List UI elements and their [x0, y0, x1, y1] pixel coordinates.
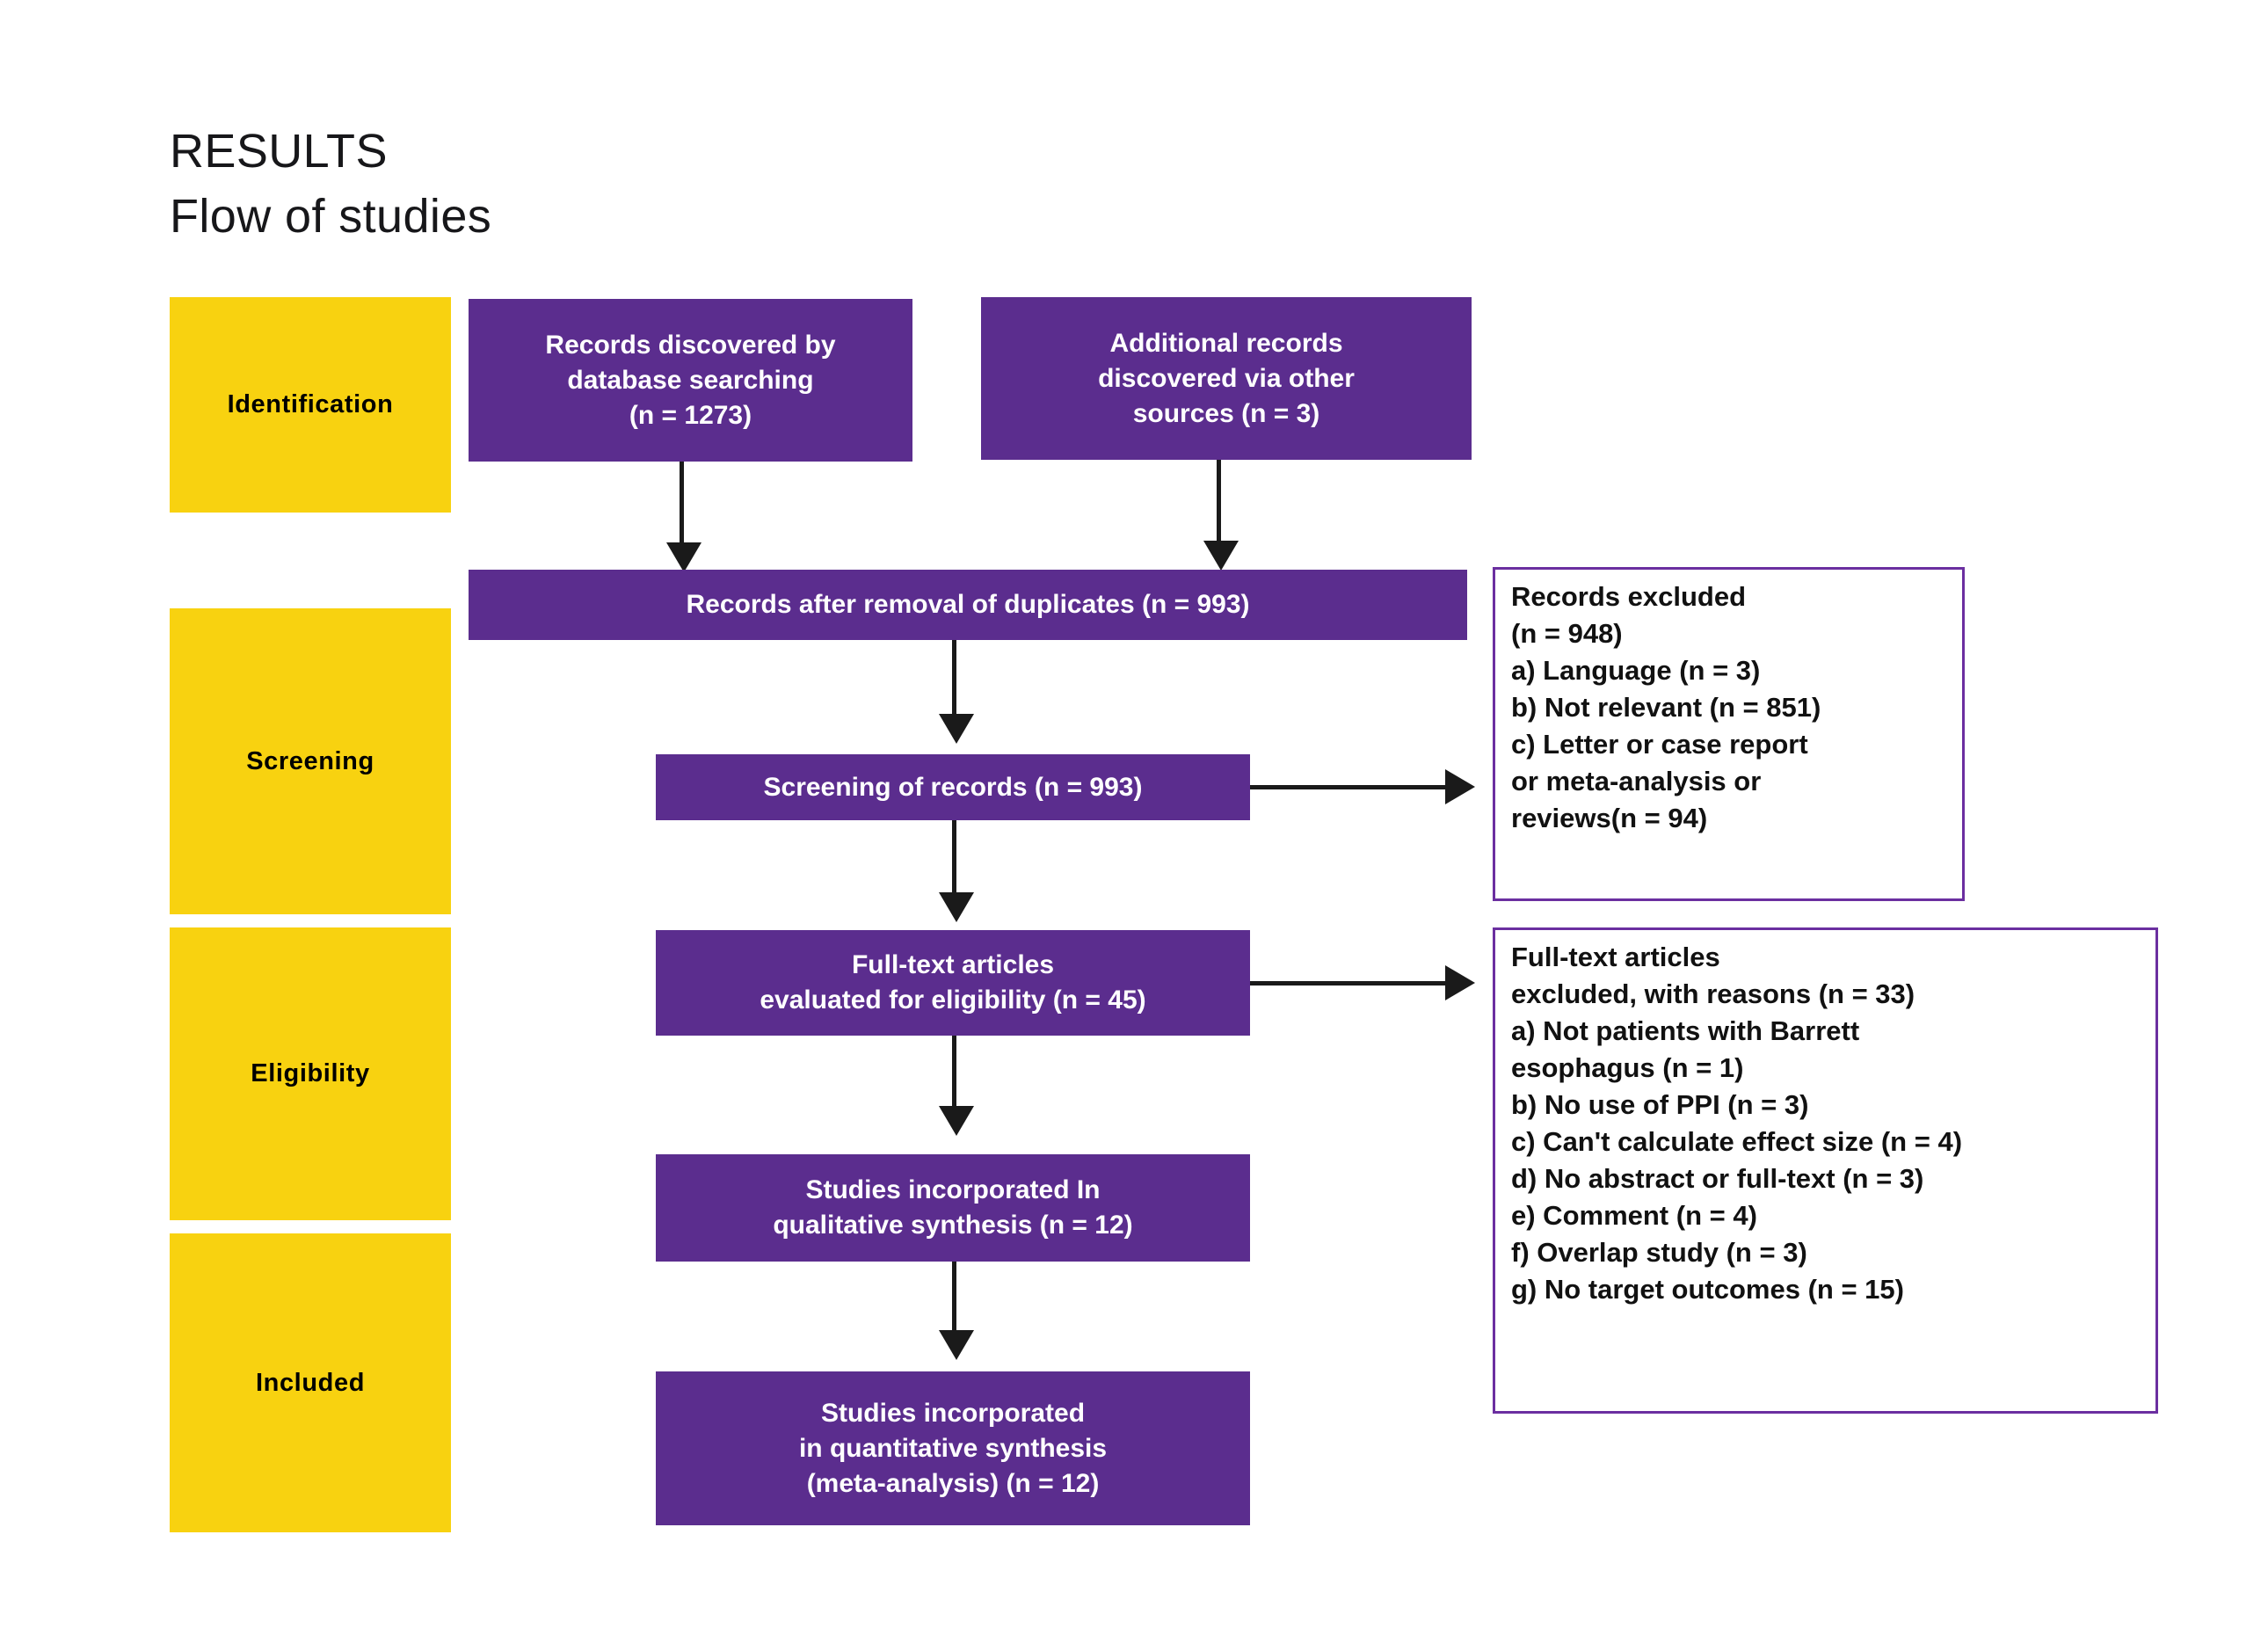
- arrow-qualitative-to-quantitative: [939, 1330, 974, 1360]
- box-fulltext-excluded-text: Full-text articles excluded, with reason…: [1511, 942, 1963, 1305]
- box-screening-of-records-text: Screening of records (n = 993): [763, 772, 1143, 802]
- box-qualitative-synthesis-text: Studies incorporated In qualitative synt…: [773, 1175, 1133, 1240]
- arrow-other-to-duplicates: [1203, 541, 1239, 571]
- stage-included: Included: [170, 1233, 451, 1532]
- connector-line-fulltext-to-fulltext-excluded: [1250, 981, 1447, 986]
- stage-label-eligibility: Eligibility: [251, 1059, 370, 1087]
- box-quantitative-synthesis: Studies incorporated in quantitative syn…: [656, 1371, 1250, 1525]
- arrow-fulltext-to-qualitative: [939, 1106, 974, 1136]
- box-fulltext-excluded: Full-text articles excluded, with reason…: [1493, 927, 2158, 1414]
- arrow-screening-to-records-excluded: [1445, 769, 1475, 804]
- box-qualitative-synthesis: Studies incorporated In qualitative synt…: [656, 1154, 1250, 1262]
- arrow-fulltext-to-fulltext-excluded: [1445, 965, 1475, 1000]
- stage-label-screening: Screening: [246, 746, 374, 775]
- page-heading: RESULTS Flow of studies: [170, 119, 961, 249]
- connector-line-screening-to-fulltext: [952, 820, 956, 899]
- box-additional-records-other-sources-text: Additional records discovered via other …: [1098, 328, 1355, 428]
- connector-line-screening-to-records-excluded: [1250, 785, 1447, 789]
- box-screening-of-records: Screening of records (n = 993): [656, 754, 1250, 820]
- stage-screening: Screening: [170, 608, 451, 914]
- arrow-database-to-duplicates: [666, 542, 701, 572]
- connector-line-qualitative-to-quantitative: [952, 1262, 956, 1337]
- arrow-duplicates-to-screening: [939, 714, 974, 744]
- arrow-screening-to-fulltext: [939, 892, 974, 922]
- box-records-after-duplicates: Records after removal of duplicates (n =…: [469, 570, 1467, 640]
- connector-line-database-to-duplicates: [680, 462, 684, 549]
- box-records-database-searching: Records discovered by database searching…: [469, 299, 912, 462]
- stage-identification: Identification: [170, 297, 451, 513]
- box-fulltext-eligibility: Full-text articles evaluated for eligibi…: [656, 930, 1250, 1036]
- box-additional-records-other-sources: Additional records discovered via other …: [981, 297, 1472, 460]
- box-records-after-duplicates-text: Records after removal of duplicates (n =…: [686, 590, 1250, 619]
- heading-results: RESULTS: [170, 125, 388, 178]
- box-records-excluded: Records excluded (n = 948) a) Language (…: [1493, 567, 1965, 901]
- stage-eligibility: Eligibility: [170, 927, 451, 1220]
- stage-label-included: Included: [255, 1368, 366, 1397]
- heading-subtitle: Flow of studies: [170, 190, 492, 243]
- stage-label-identification: Identification: [227, 390, 394, 418]
- connector-line-fulltext-to-qualitative: [952, 1036, 956, 1113]
- box-fulltext-eligibility-text: Full-text articles evaluated for eligibi…: [760, 950, 1146, 1015]
- connector-line-duplicates-to-screening: [952, 640, 956, 721]
- box-quantitative-synthesis-text: Studies incorporated in quantitative syn…: [798, 1398, 1108, 1498]
- connector-line-other-to-duplicates: [1217, 460, 1221, 548]
- box-records-database-searching-text: Records discovered by database searching…: [545, 330, 836, 430]
- box-records-excluded-text: Records excluded (n = 948) a) Language (…: [1511, 581, 1821, 833]
